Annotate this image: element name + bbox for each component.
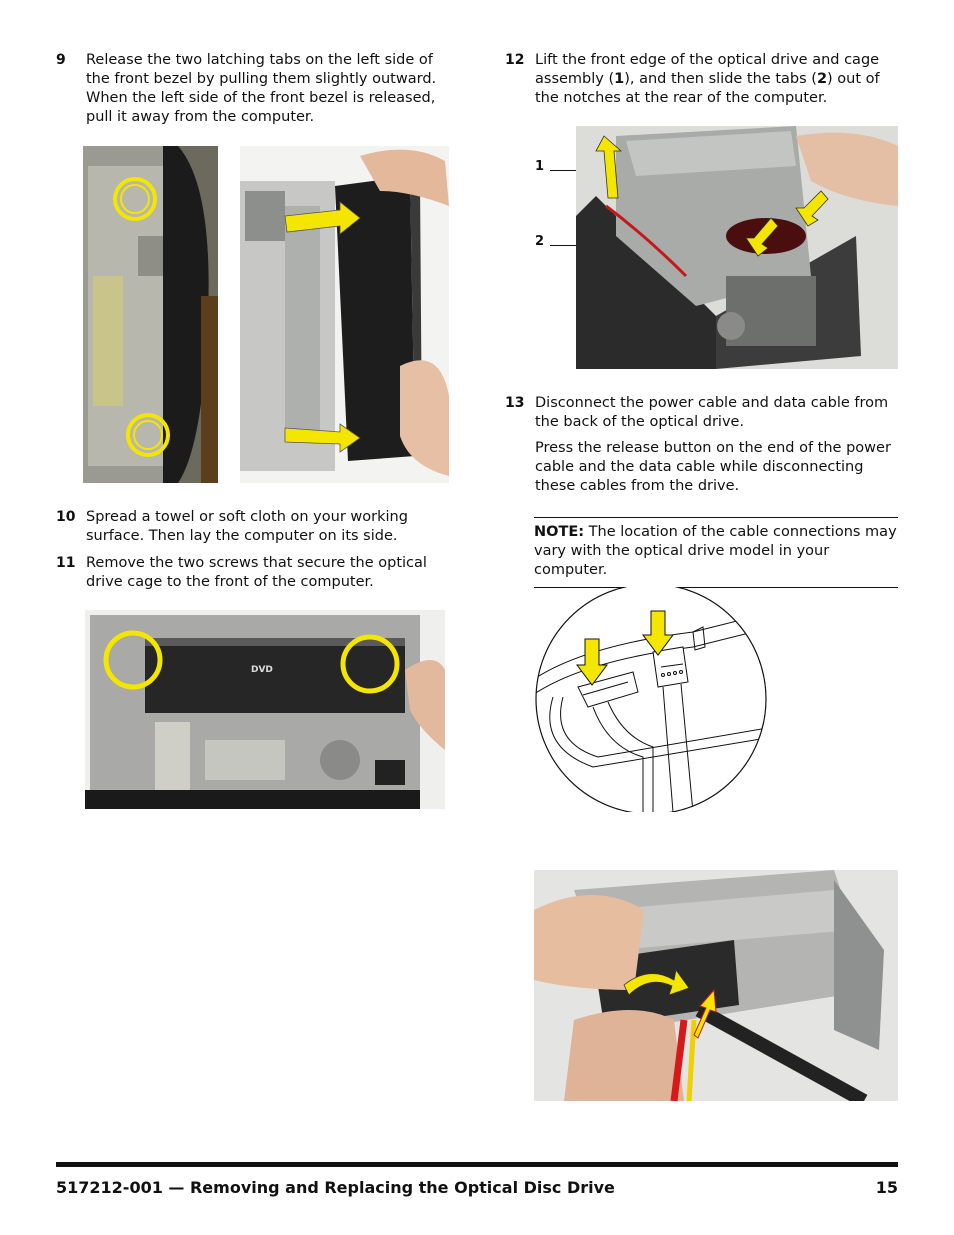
callout-1: 1	[535, 159, 545, 174]
step-number: 10	[56, 509, 76, 525]
bezel-latch-photo	[83, 146, 218, 483]
note-text: The location of the cable connections ma…	[534, 524, 897, 578]
step-text: Release the two latching tabs on the lef…	[86, 52, 437, 125]
note-box: NOTE: The location of the cable connecti…	[534, 517, 898, 588]
step-number: 12	[505, 52, 525, 68]
step-text: Lift the front edge of the optical drive…	[535, 52, 880, 106]
step-number: 9	[56, 52, 66, 68]
bezel-removal-photo	[240, 146, 449, 483]
step-text: Disconnect the power cable and data cabl…	[535, 395, 891, 494]
page-number: 15	[875, 1178, 898, 1197]
step-text: Spread a towel or soft cloth on your wor…	[86, 509, 408, 544]
step-text: Remove the two screws that secure the op…	[86, 555, 427, 590]
callout-2: 2	[535, 234, 545, 249]
note-label: NOTE:	[534, 524, 585, 540]
cable-disconnect-photo	[534, 870, 898, 1101]
drive-cage-lift-photo	[576, 126, 898, 369]
step-number: 11	[56, 555, 76, 571]
dvd-logo: DVD	[251, 665, 273, 675]
drive-cage-screws-photo: DVD	[85, 610, 445, 809]
footer-title: 517212-001 — Removing and Replacing the …	[56, 1178, 615, 1197]
footer-divider	[56, 1162, 898, 1167]
cable-connector-illustration	[533, 587, 770, 812]
step-number: 13	[505, 395, 525, 411]
